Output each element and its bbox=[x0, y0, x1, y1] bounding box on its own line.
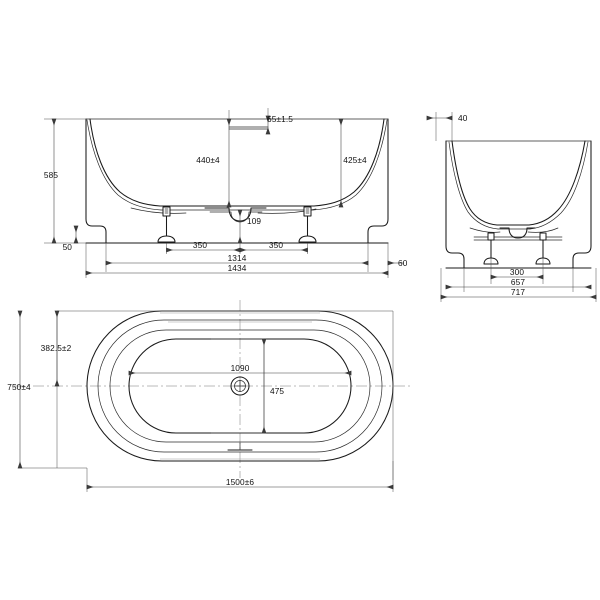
dim-717-label: 717 bbox=[511, 287, 525, 297]
dim-440-label: 440±4 bbox=[196, 155, 220, 165]
dim-425-label: 425±4 bbox=[343, 155, 367, 165]
dim-750-label: 750±4 bbox=[7, 382, 31, 392]
view-plan: 382.5±2 750±4 1090 475 1500±6 bbox=[7, 300, 410, 492]
dim-50-label: 50 bbox=[63, 242, 73, 252]
waste-trap-side bbox=[499, 227, 536, 239]
tub-inner-wall-right-offset bbox=[312, 119, 388, 211]
tub-inner-wall-side-left bbox=[451, 140, 498, 226]
tub-inner-wall-left bbox=[89, 118, 161, 207]
tub-inner-wall-left-offset bbox=[86, 119, 162, 211]
view-side-elevation: 40 300 657 717 bbox=[426, 112, 597, 302]
dim-1314-label: 1314 bbox=[228, 253, 247, 263]
view-front-elevation: 585 440±4 65±1.5 425±4 109 50 350 bbox=[44, 108, 408, 278]
dim-1500-label: 1500±6 bbox=[226, 477, 255, 487]
tub-outer-profile-front bbox=[85, 118, 389, 244]
dim-60-label: 60 bbox=[398, 258, 408, 268]
tub-inner-wall-right bbox=[313, 118, 385, 207]
drain-outlet bbox=[230, 376, 250, 396]
dim-40-label: 40 bbox=[458, 113, 468, 123]
adjustable-foot-left bbox=[157, 206, 176, 243]
tub-inner-wall-side-right-offset bbox=[529, 141, 589, 230]
underside-shell-side-right bbox=[527, 227, 559, 233]
dim-350-right-label: 350 bbox=[269, 240, 283, 250]
dim-585-label: 585 bbox=[44, 170, 58, 180]
dim-109-label: 109 bbox=[247, 216, 261, 226]
dim-382-label: 382.5±2 bbox=[41, 343, 72, 353]
tub-outline-offset-plan bbox=[97, 319, 383, 453]
dim-1090-label: 1090 bbox=[231, 363, 250, 373]
tub-inner-wall-side-right bbox=[528, 140, 586, 226]
adjustable-foot-right bbox=[298, 206, 317, 243]
underside-shell-left bbox=[130, 207, 187, 214]
tub-rim-inner-plan bbox=[109, 329, 371, 443]
dim-1434-label: 1434 bbox=[228, 263, 247, 273]
dim-350-left-label: 350 bbox=[193, 240, 207, 250]
tub-inner-wall-side-left-offset bbox=[448, 141, 499, 230]
dim-300-label: 300 bbox=[510, 267, 524, 277]
dim-475-label: 475 bbox=[270, 386, 284, 396]
underside-shell-side-left bbox=[469, 227, 501, 233]
dim-65-label: 65±1.5 bbox=[267, 114, 293, 124]
dim-657-label: 657 bbox=[511, 277, 525, 287]
